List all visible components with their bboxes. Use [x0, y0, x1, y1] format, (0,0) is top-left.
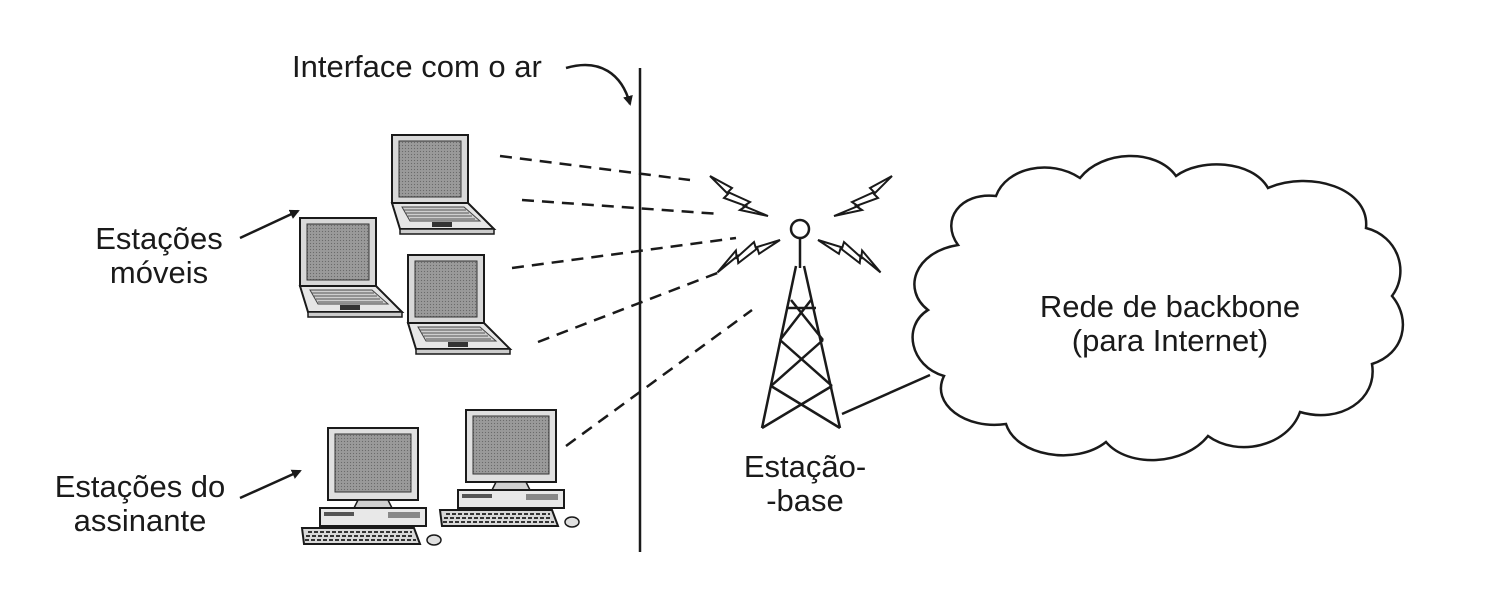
- subscriber-stations-label-line2: assinante: [73, 503, 207, 538]
- mobile-stations-label-line2: móveis: [109, 255, 209, 290]
- air-interface-label: Interface com o ar: [292, 49, 542, 84]
- mobile-stations-label-line1: Estações: [95, 221, 223, 256]
- lightning-bolt-icon: [709, 175, 769, 217]
- backbone-cloud-icon: [911, 154, 1405, 462]
- subscriber-stations-arrow: [239, 469, 302, 500]
- base-station-label-line2: -base: [766, 483, 844, 518]
- mobile-stations-arrow: [239, 209, 300, 240]
- radio-link-3: [511, 236, 737, 270]
- lightning-bolt-icon: [716, 220, 781, 293]
- subscriber-stations-label: Estações do assinante: [40, 470, 240, 538]
- laptop-icon: [407, 254, 511, 355]
- radio-link-5: [565, 308, 753, 448]
- radio-link-4: [537, 270, 721, 344]
- desktop-computer-icon: [301, 427, 442, 546]
- desktop-computer-icon: [439, 409, 580, 528]
- backbone-label: Rede de backbone (para Internet): [1010, 290, 1330, 358]
- base-station-label-line1: Estação-: [743, 449, 867, 484]
- laptop-icon: [299, 217, 403, 318]
- radio-links: [499, 154, 753, 448]
- lightning-bolt-icon: [817, 220, 882, 293]
- air-interface-arrow: [565, 63, 633, 106]
- laptop-icon: [391, 134, 495, 235]
- subscriber-stations-label-line1: Estações do: [54, 469, 226, 504]
- backbone-link: [841, 373, 931, 416]
- radio-link-1: [499, 154, 691, 182]
- base-station-label: Estação- -base: [730, 450, 880, 518]
- lightning-bolt-icon: [833, 175, 893, 217]
- backbone-label-line1: Rede de backbone: [1039, 289, 1301, 324]
- backbone-label-line2: (para Internet): [1071, 323, 1269, 358]
- mobile-stations-label: Estações móveis: [84, 222, 234, 290]
- antenna-tower-icon: [760, 218, 842, 430]
- radio-link-2: [521, 198, 721, 216]
